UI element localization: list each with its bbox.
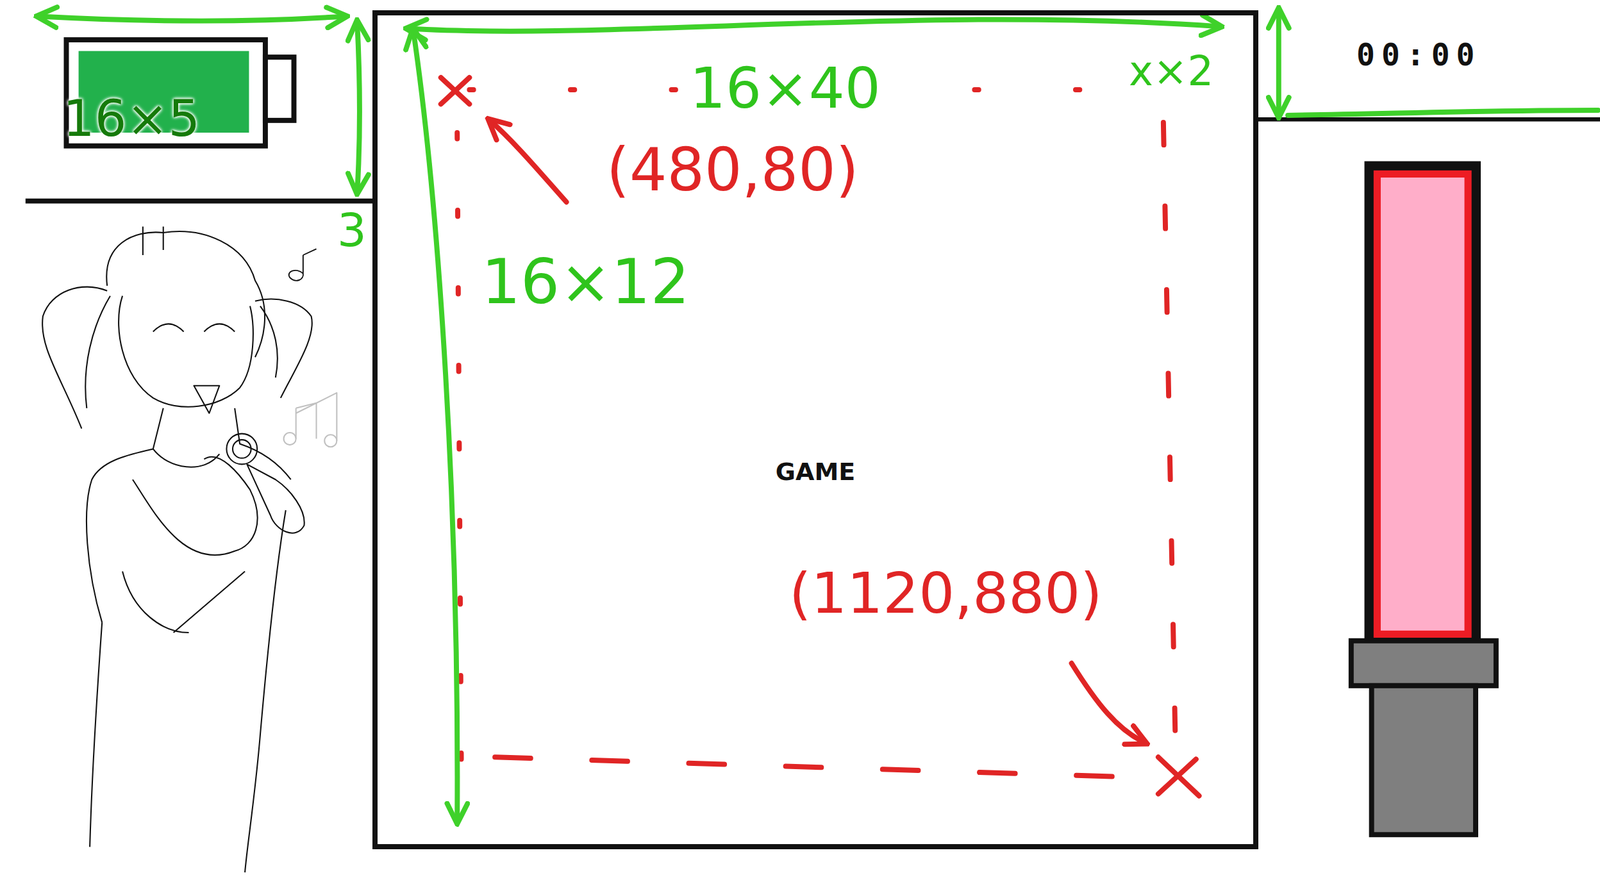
dimension-arrows <box>38 10 1599 822</box>
coordinate-label: (480,80) <box>602 139 863 202</box>
dimension-label: 3 <box>333 206 371 256</box>
timer-text: 00:00 <box>1352 38 1486 71</box>
dimension-label: 16×5 <box>58 92 204 146</box>
panel-line <box>25 198 373 204</box>
coordinate-label: (1120,880) <box>785 564 1107 624</box>
timer-line <box>1258 117 1600 122</box>
dimension-label: x×2 <box>1125 50 1218 93</box>
game-area: GAME <box>372 10 1259 850</box>
gauge-bar <box>1351 161 1497 836</box>
corner-mark <box>441 77 470 104</box>
dimension-label: 16×40 <box>685 58 885 118</box>
dimension-label: 16×12 <box>477 250 694 315</box>
singer-sketch <box>42 226 337 873</box>
play-area-dashes <box>441 77 1200 797</box>
game-label: GAME <box>775 457 856 486</box>
corner-mark <box>1158 757 1200 796</box>
